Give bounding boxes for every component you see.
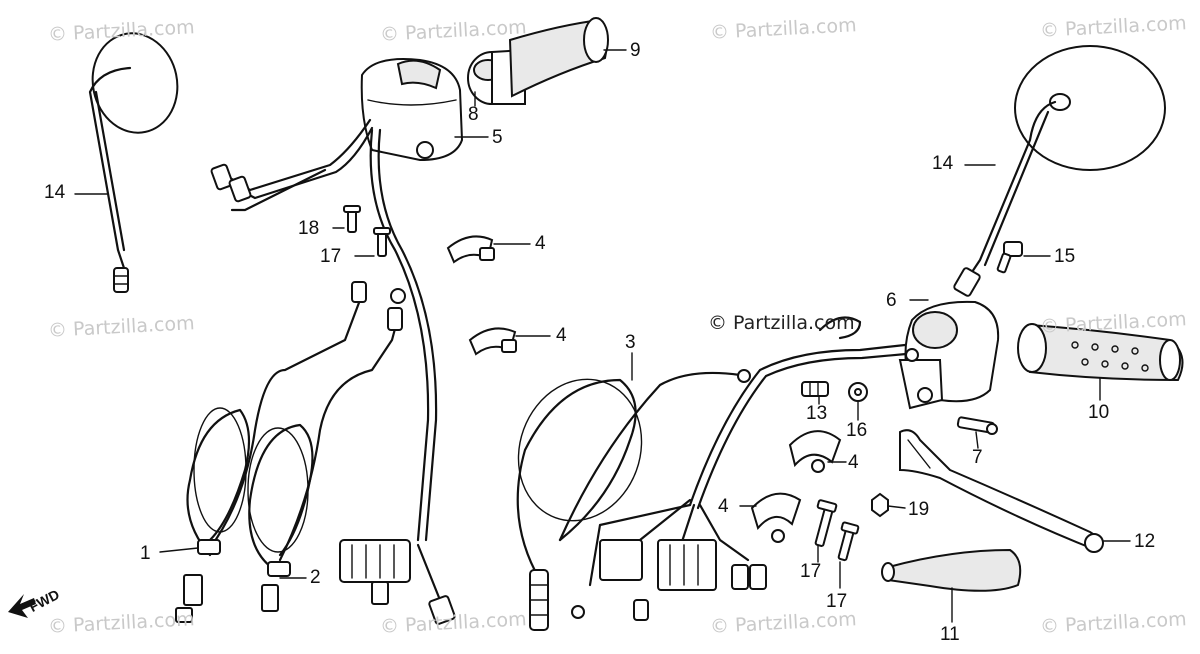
callout-4-a: 4	[535, 233, 546, 254]
right-wire-harness[interactable]	[571, 316, 908, 621]
washer-16[interactable]	[848, 382, 868, 402]
callout-4-b: 4	[556, 325, 567, 346]
cable-3[interactable]	[499, 362, 751, 631]
screw-17-a[interactable]	[814, 499, 838, 547]
callout-10: 10	[1088, 402, 1110, 423]
callout-4-c: 4	[848, 452, 859, 473]
left-grip[interactable]	[508, 17, 609, 98]
left-mirror[interactable]	[84, 25, 187, 293]
callout-3: 3	[625, 332, 636, 353]
bolt-13[interactable]	[801, 381, 829, 397]
callout-8: 8	[468, 104, 479, 125]
callout-13: 13	[806, 403, 828, 424]
callout-12: 12	[1134, 531, 1156, 552]
clamp-right-lower[interactable]	[750, 492, 802, 543]
callout-17-left: 17	[320, 246, 342, 267]
right-mirror[interactable]	[953, 45, 1166, 297]
lever-cover[interactable]	[881, 548, 1022, 592]
screw-17-b[interactable]	[837, 521, 860, 562]
callout-5: 5	[492, 127, 503, 148]
callout-7: 7	[972, 447, 983, 468]
callout-14-right: 14	[932, 153, 954, 174]
callout-15: 15	[1054, 246, 1076, 267]
screw-18[interactable]	[343, 205, 361, 233]
callout-11: 11	[940, 624, 960, 645]
callout-17-b: 17	[826, 591, 848, 612]
cable-2[interactable]	[247, 288, 406, 612]
pin-7[interactable]	[956, 416, 998, 435]
leader-lines	[74, 49, 1131, 623]
fwd-arrow-icon	[8, 594, 36, 618]
right-grip[interactable]	[1017, 323, 1184, 382]
callout-19: 19	[908, 499, 930, 520]
nut-19[interactable]	[871, 492, 889, 518]
clamp-lower-left[interactable]	[468, 327, 517, 356]
left-switch-housing[interactable]	[210, 58, 464, 212]
callout-4-d: 4	[718, 496, 729, 517]
callout-18: 18	[298, 218, 320, 239]
throttle-pipe[interactable]	[467, 48, 526, 105]
clamp-right-upper[interactable]	[788, 430, 842, 473]
center-copyright: © Partzilla.com	[708, 312, 855, 334]
clutch-lever[interactable]	[899, 429, 1104, 553]
callout-6: 6	[886, 290, 897, 311]
mirror-bolt[interactable]	[996, 241, 1023, 274]
clamp-upper-left[interactable]	[446, 235, 495, 264]
callout-2: 2	[310, 567, 321, 588]
callout-9: 9	[630, 40, 641, 61]
callout-14-left: 14	[44, 182, 66, 203]
callout-17-a: 17	[800, 561, 822, 582]
left-wire-harness[interactable]	[339, 128, 456, 625]
callout-1: 1	[140, 543, 151, 564]
cable-1[interactable]	[175, 281, 367, 623]
right-switch-housing[interactable]	[898, 300, 1000, 410]
callout-16: 16	[846, 420, 868, 441]
screw-17-left[interactable]	[373, 227, 391, 257]
